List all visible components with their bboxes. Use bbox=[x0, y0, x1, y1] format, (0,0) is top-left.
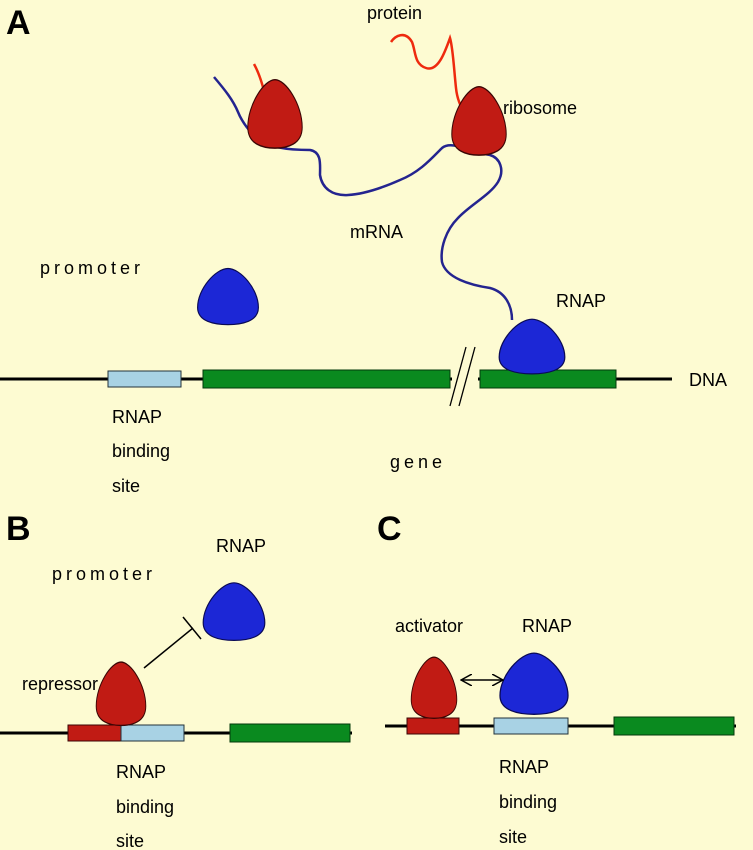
panel-a-letter: A bbox=[6, 4, 31, 42]
panel-a-rnap-label: RNAP bbox=[556, 291, 606, 311]
dna-break-mark-2 bbox=[458, 346, 476, 407]
panel-b-operator-site bbox=[67, 724, 123, 742]
panel-b-letter: B bbox=[6, 510, 31, 548]
gene-label: gene bbox=[390, 452, 446, 472]
repressor-label: repressor bbox=[22, 674, 98, 694]
panel-a-site-label-line-3: site bbox=[112, 476, 140, 496]
panel-b-gene bbox=[229, 723, 351, 743]
ribosome-label: ribosome bbox=[503, 98, 577, 118]
panel-c-rnap-binding-site bbox=[493, 717, 569, 735]
mrna-label: mRNA bbox=[350, 222, 403, 242]
panel-a-site-label-line-1: RNAP bbox=[112, 407, 162, 427]
panel-a: A protein ribosome mRNA promoter RNAP DN… bbox=[0, 3, 727, 496]
panel-a-rnap-binding-site bbox=[107, 370, 182, 388]
panel-b-site-label-line-1: RNAP bbox=[116, 762, 166, 782]
panel-c-site-label-line-3: site bbox=[499, 827, 527, 847]
dna-label: DNA bbox=[689, 370, 727, 390]
repressor bbox=[95, 661, 147, 727]
panel-c-site-label-line-1: RNAP bbox=[499, 757, 549, 777]
ribosome-right bbox=[451, 85, 507, 156]
activator-label: activator bbox=[395, 616, 463, 636]
dna-break-mark-1 bbox=[449, 346, 467, 407]
panel-a-promoter-label: promoter bbox=[40, 258, 144, 278]
protein-strand-right bbox=[389, 33, 468, 116]
panel-a-site-label-line-2: binding bbox=[112, 441, 170, 461]
panel-b-rnap-label: RNAP bbox=[216, 536, 266, 556]
free-rnap bbox=[197, 267, 259, 326]
panel-c: C activator RNAP RNAP binding site bbox=[377, 510, 736, 847]
panel-c-gene bbox=[613, 716, 735, 736]
transcribing-rnap bbox=[498, 318, 566, 375]
protein-label: protein bbox=[367, 3, 422, 23]
panel-b-site-label-line-3: site bbox=[116, 831, 144, 850]
panel-b-site-label-line-2: binding bbox=[116, 797, 174, 817]
panel-c-activator-site bbox=[406, 717, 460, 735]
panel-c-letter: C bbox=[377, 510, 402, 548]
panel-b-promoter-label: promoter bbox=[52, 564, 156, 584]
panel-c-rnap bbox=[499, 652, 569, 715]
panel-b-rnap-binding-site bbox=[120, 724, 185, 742]
inhibition-bar bbox=[182, 616, 202, 640]
ribosome-left bbox=[247, 78, 303, 149]
panel-c-site-label-line-2: binding bbox=[499, 792, 557, 812]
panel-a-gene-segment-1 bbox=[202, 369, 451, 389]
panel-c-rnap-label: RNAP bbox=[522, 616, 572, 636]
inhibition-line bbox=[143, 627, 194, 669]
panel-b: B RNAP promoter repressor RNAP binding s… bbox=[0, 510, 352, 850]
panel-b-rnap bbox=[202, 582, 266, 642]
activator bbox=[410, 656, 458, 719]
